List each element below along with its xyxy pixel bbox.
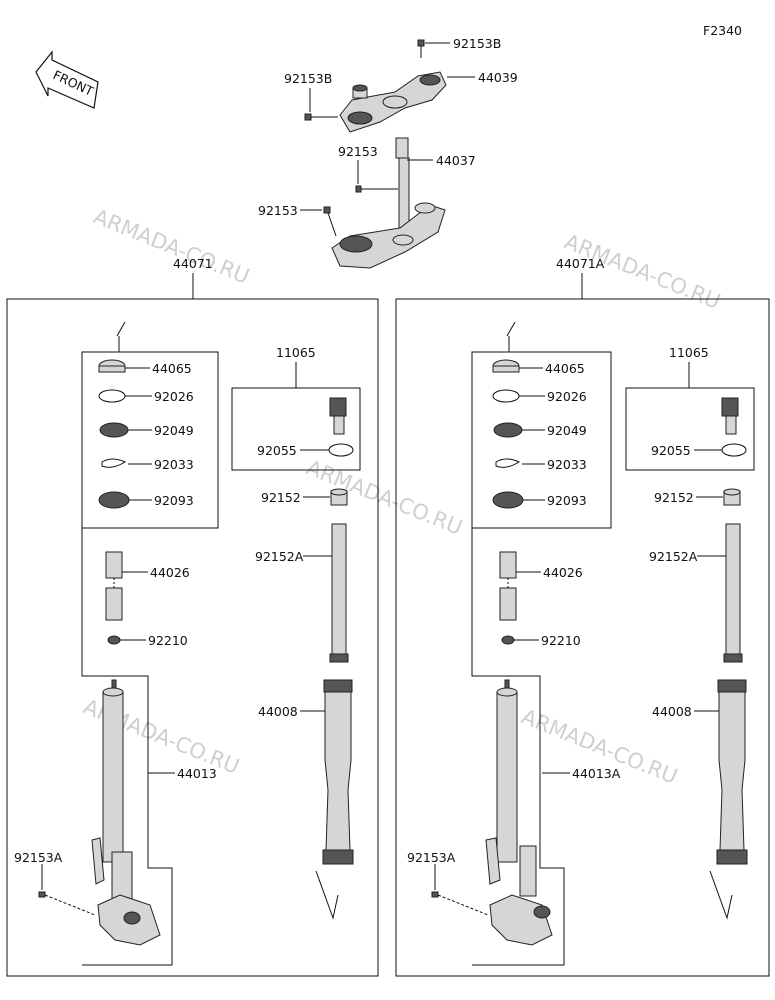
- label-44008-left: 44008: [258, 704, 298, 719]
- label-92153b-right: 92153B: [453, 36, 501, 51]
- label-44039: 44039: [478, 70, 518, 85]
- label-44071: 44071: [173, 256, 213, 271]
- left-part-92093: [98, 491, 130, 509]
- upper-triple-clamp: [339, 71, 447, 133]
- left-inner-tube-44013: [91, 679, 161, 946]
- label-92049-left: 92049: [154, 423, 194, 438]
- label-92033-right: 92033: [547, 457, 587, 472]
- label-92153-lower: 92153: [258, 203, 298, 218]
- right-inner-tube-44013a: [485, 679, 553, 946]
- label-92152-right: 92152: [654, 490, 694, 505]
- seal-kit-box-left: [81, 351, 219, 529]
- label-92152a-left: 92152A: [255, 549, 304, 564]
- label-11065-right: 11065: [669, 345, 709, 360]
- left-part-92210: [107, 635, 121, 645]
- right-fork-assembly: 44071A 44065 92026 92049 92033 92093 440…: [395, 256, 770, 977]
- label-44013a-right: 44013A: [572, 766, 621, 781]
- label-44026-left: 44026: [150, 565, 190, 580]
- steering-stem: [331, 137, 446, 269]
- right-part-92026: [492, 389, 520, 403]
- right-oring-92055: [721, 443, 747, 457]
- label-44071a: 44071A: [556, 256, 605, 271]
- label-92055-left: 92055: [257, 443, 297, 458]
- right-spring-44026: [499, 551, 517, 621]
- diagram-code: F2340: [703, 23, 742, 38]
- label-92153b-left: 92153B: [284, 71, 332, 86]
- label-44026-right: 44026: [543, 565, 583, 580]
- left-bolt-92153a: [38, 891, 96, 916]
- right-part-92210: [501, 635, 515, 645]
- label-92033-left: 92033: [154, 457, 194, 472]
- left-part-92152: [330, 488, 348, 506]
- label-92026-left: 92026: [154, 389, 194, 404]
- right-bolt-92153a: [431, 891, 489, 916]
- bolt-92153b-right: [417, 39, 425, 58]
- label-92210-left: 92210: [148, 633, 188, 648]
- left-outer-tube-44008: [322, 679, 354, 865]
- right-outer-tube-44008: [716, 679, 748, 865]
- label-11065-left: 11065: [276, 345, 316, 360]
- right-tube-92152a: [723, 523, 743, 663]
- label-92093-right: 92093: [547, 493, 587, 508]
- label-92153a-right: 92153A: [407, 850, 456, 865]
- left-damper-cap: [329, 397, 347, 435]
- left-tube-92152a: [329, 523, 349, 663]
- label-92152-left: 92152: [261, 490, 301, 505]
- seal-kit-box-right: [471, 351, 612, 529]
- label-92153-upper: 92153: [338, 144, 378, 159]
- right-part-92093: [492, 491, 524, 509]
- left-spring-44026: [105, 551, 123, 621]
- label-92210-right: 92210: [541, 633, 581, 648]
- left-oring-92055: [328, 443, 354, 457]
- label-44065-right: 44065: [545, 361, 585, 376]
- left-part-92049: [99, 422, 129, 438]
- right-part-92152: [723, 488, 741, 506]
- left-part-92033: [101, 458, 127, 468]
- label-92055-right: 92055: [651, 443, 691, 458]
- label-44065-left: 44065: [152, 361, 192, 376]
- label-92152a-right: 92152A: [649, 549, 698, 564]
- label-92049-right: 92049: [547, 423, 587, 438]
- label-92026-right: 92026: [547, 389, 587, 404]
- watermark-3: ARMADA-CO.RU: [303, 455, 466, 539]
- label-92093-left: 92093: [154, 493, 194, 508]
- watermark-2: ARMADA-CO.RU: [561, 229, 724, 313]
- left-part-92026: [98, 389, 126, 403]
- right-damper-cap: [721, 397, 739, 435]
- front-arrow-icon: FRONT: [35, 50, 99, 109]
- label-44013-left: 44013: [177, 766, 217, 781]
- left-fork-assembly: 44071 44065 92026 92049 92033 92093 4402…: [6, 256, 379, 977]
- right-part-92033: [495, 458, 521, 468]
- left-part-44065: [98, 359, 126, 373]
- label-44037: 44037: [436, 153, 476, 168]
- bolt-92153-lower: [323, 206, 337, 237]
- right-part-44065: [492, 359, 520, 373]
- right-part-92049: [493, 422, 523, 438]
- bolt-92153b-left: [304, 113, 338, 121]
- label-92153a-left: 92153A: [14, 850, 63, 865]
- label-44008-right: 44008: [652, 704, 692, 719]
- bolt-92153-upper: [355, 185, 398, 193]
- watermark-1: ARMADA-CO.RU: [90, 204, 253, 288]
